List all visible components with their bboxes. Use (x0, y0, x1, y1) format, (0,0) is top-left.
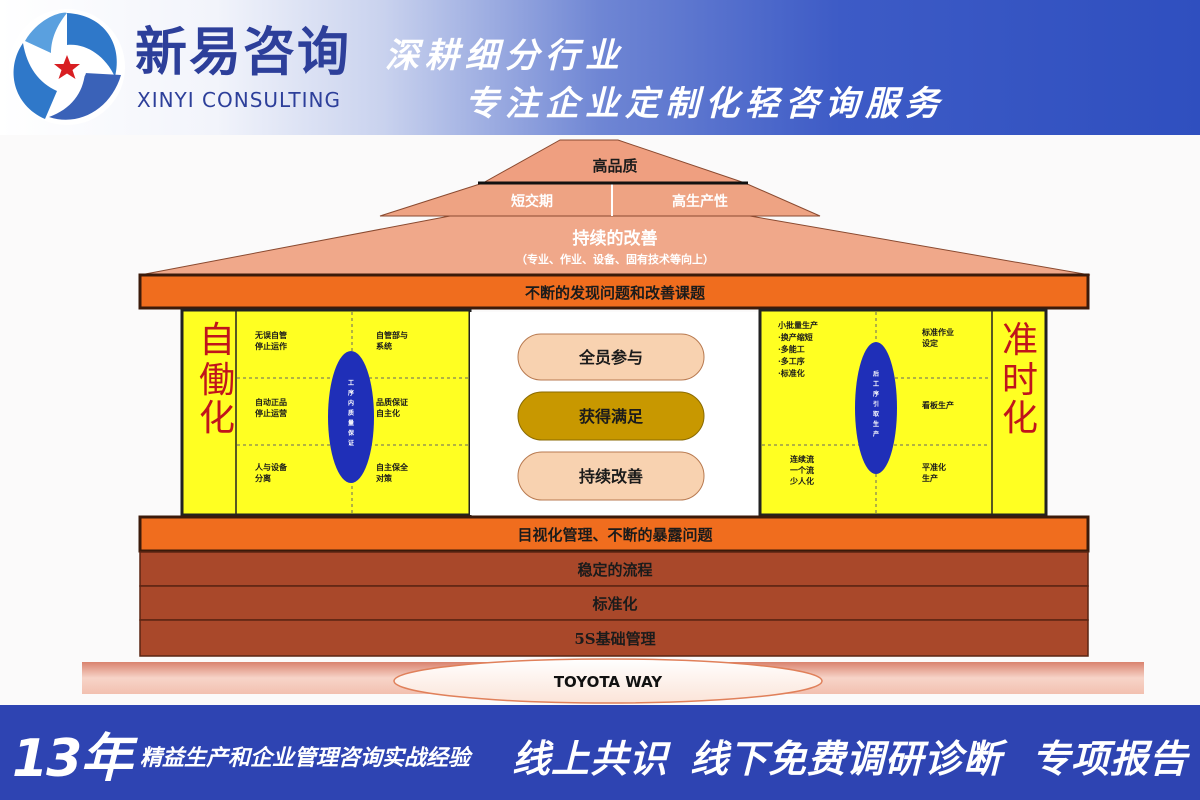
footer-service-3: 专项报告 (1032, 737, 1189, 781)
foundation-3 (139, 619, 1089, 657)
brand-name-cn: 新易咨询 (135, 23, 352, 83)
svg-text:·多能工: ·多能工 (778, 344, 805, 354)
svg-text:生: 生 (873, 420, 879, 428)
center-item-2 (517, 391, 705, 441)
right-pillar-title-3: 化 (1002, 398, 1038, 439)
base-label: TOYOTA WAY (554, 673, 663, 691)
svg-text:连续流: 连续流 (790, 454, 814, 464)
foundation-2-label: 标准化 (591, 595, 637, 613)
svg-text:工: 工 (873, 381, 879, 388)
right-cell-4: 连续流 一个流 少人化 (789, 454, 814, 486)
svg-text:小批量生产: 小批量生产 (777, 320, 818, 330)
svg-text:工: 工 (348, 380, 354, 387)
left-pillar-title-1: 自 (199, 320, 235, 361)
right-pillar-title-1: 准 (1002, 320, 1038, 361)
svg-text:内: 内 (348, 399, 354, 407)
slogan-line-1: 深耕细分行业 (385, 36, 625, 76)
left-pillar (180, 308, 472, 517)
roof-top-label: 高品质 (592, 157, 637, 175)
svg-text:品质保证: 品质保证 (376, 397, 408, 407)
foundation-1 (139, 551, 1089, 587)
svg-text:人与设备: 人与设备 (255, 462, 288, 472)
svg-text:对策: 对策 (376, 473, 393, 483)
svg-text:量: 量 (348, 419, 354, 427)
left-oval-label: 工 序 内 质 量 保 证 (347, 380, 355, 447)
left-oval (328, 351, 374, 483)
left-pillar-title-3: 化 (199, 398, 235, 439)
svg-text:·多工序: ·多工序 (778, 356, 805, 366)
svg-text:产: 产 (873, 430, 879, 438)
foundation-3-label: 5S基础管理 (574, 630, 655, 648)
beam-bottom-label: 目视化管理、不断的暴露问题 (517, 526, 713, 544)
footer-years: 13年 (12, 729, 132, 789)
right-pillar-title-2: 时 (1002, 360, 1038, 401)
svg-text:看板生产: 看板生产 (921, 400, 954, 410)
svg-text:序: 序 (347, 389, 354, 397)
xinyi-logo-icon (9, 9, 125, 125)
base-oval (393, 658, 823, 704)
svg-text:后: 后 (873, 370, 879, 378)
svg-text:质: 质 (348, 409, 354, 417)
right-pillar (758, 308, 1048, 517)
svg-text:·标准化: ·标准化 (778, 368, 805, 378)
svg-text:·换产缩短: ·换产缩短 (778, 332, 813, 342)
footer-service-2: 线下免费调研诊断 (690, 737, 1003, 781)
svg-text:停止运营: 停止运营 (255, 408, 287, 418)
svg-text:设定: 设定 (922, 338, 938, 348)
svg-text:系统: 系统 (376, 341, 392, 351)
beam-top-label: 不断的发现问题和改善课题 (525, 284, 706, 302)
roof-main-sublabel: （专业、作业、设备、固有技术等向上） (516, 252, 714, 266)
foundation-2 (139, 585, 1089, 621)
svg-text:一个流: 一个流 (790, 465, 814, 475)
center-item-3 (517, 451, 705, 501)
svg-text:平准化: 平准化 (922, 462, 946, 472)
svg-text:自主化: 自主化 (376, 408, 400, 418)
roof-mid-left-label: 短交期 (511, 193, 553, 210)
right-oval (855, 342, 897, 474)
right-cell-1: 小批量生产 ·换产缩短 ·多能工 ·多工序 ·标准化 (777, 320, 818, 378)
footer-experience: 精益生产和企业管理咨询实战经验 (140, 746, 471, 771)
roof-mid-right-label: 高生产性 (672, 193, 728, 210)
roof-main-label: 持续的改善 (573, 228, 658, 249)
beam-top (138, 273, 1090, 310)
center-item-2-label: 获得满足 (579, 407, 644, 426)
svg-text:自动正品: 自动正品 (255, 397, 287, 407)
footer-banner (0, 705, 1200, 800)
right-oval-label: 后 工 序 引 取 生 产 (872, 370, 880, 438)
svg-text:停止运作: 停止运作 (255, 341, 287, 351)
svg-text:引: 引 (873, 400, 879, 408)
brand-name-en: XINYI CONSULTING (137, 88, 341, 112)
svg-text:自主保全: 自主保全 (376, 462, 409, 472)
svg-text:无误自管: 无误自管 (254, 330, 287, 340)
svg-text:序: 序 (872, 390, 879, 398)
roof-middle (379, 182, 821, 217)
center-item-1 (517, 333, 705, 381)
left-pillar-title-2: 働 (199, 360, 235, 401)
foundation-1-label: 稳定的流程 (577, 561, 652, 579)
beam-bottom (138, 515, 1090, 553)
slogan-line-2: 专注企业定制化轻咨询服务 (465, 84, 945, 124)
svg-text:证: 证 (348, 439, 354, 447)
center-item-1-label: 全员参与 (578, 348, 643, 367)
svg-text:分离: 分离 (255, 473, 271, 483)
footer-service-1: 线上共识 (512, 737, 669, 781)
svg-text:标准作业: 标准作业 (921, 327, 954, 337)
toyota-house-diagram: 高品质 短交期 高生产性 持续的改善 （专业、作业、设备、固有技术等向上） 不断… (82, 139, 1144, 704)
svg-text:少人化: 少人化 (789, 476, 814, 486)
right-cell-3: 看板生产 (921, 400, 954, 410)
header-banner (0, 0, 1200, 135)
svg-text:生产: 生产 (922, 473, 938, 483)
svg-text:自管部与: 自管部与 (376, 330, 408, 340)
svg-text:取: 取 (873, 410, 880, 418)
center-item-3-label: 持续改善 (579, 467, 643, 486)
svg-text:保: 保 (347, 429, 355, 437)
